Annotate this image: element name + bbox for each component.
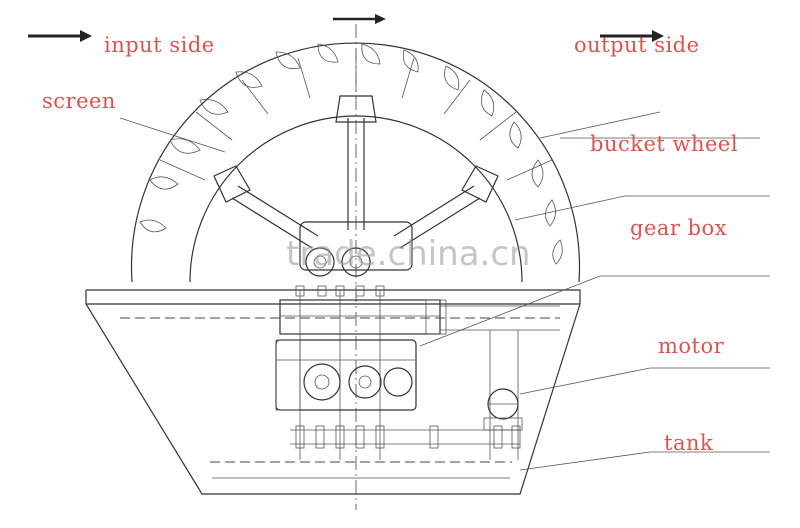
tank-label: tank xyxy=(664,431,714,455)
leader-lines xyxy=(119,111,770,471)
bucket-wheel-label: bucket wheel xyxy=(590,132,739,156)
motor-label: motor xyxy=(658,334,725,358)
bucket-wheel xyxy=(130,24,581,510)
wheel-spokes xyxy=(213,95,499,249)
gear-box xyxy=(275,339,417,411)
buckets xyxy=(139,43,563,265)
output-direction-arrow xyxy=(600,30,664,42)
drive-frame xyxy=(279,285,560,460)
screen-label: screen xyxy=(42,89,116,113)
wheel-hub xyxy=(299,221,413,277)
rotation-direction-arrow xyxy=(333,14,386,24)
watermark: trade.china.cn xyxy=(286,234,531,274)
input-direction-arrow xyxy=(28,30,92,42)
tank xyxy=(85,289,581,495)
input-side-label: input side xyxy=(104,33,215,57)
gear-box-label: gear box xyxy=(630,216,728,240)
base-supports xyxy=(290,425,521,449)
output-side-label: output side xyxy=(574,33,700,57)
